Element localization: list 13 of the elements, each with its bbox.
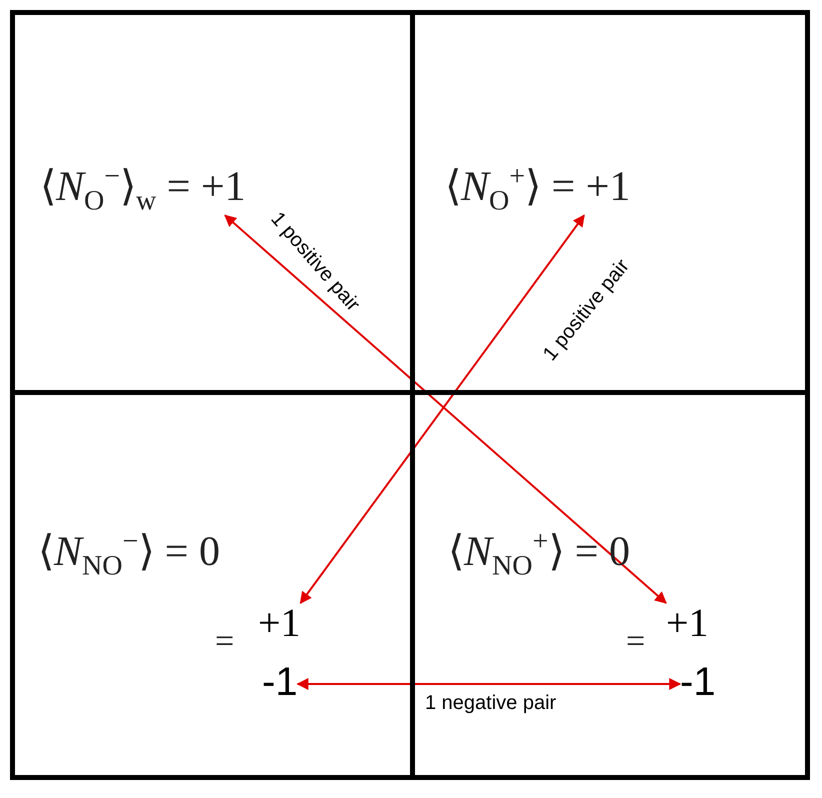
equation: ⟨N$_{NO}$$^{−}$⟩ = 0 (38, 528, 220, 580)
double-arrow (300, 214, 585, 604)
value-text: +1 (258, 603, 301, 643)
value-text: -1 (262, 662, 298, 702)
equals-sign: = (626, 625, 646, 659)
double-arrow (224, 214, 667, 604)
equation: ⟨N$_{O}$$^{−}$⟩$_{w}$ = +1 (40, 163, 246, 216)
edge-label: 1 negative pair (425, 692, 556, 714)
equals-sign: = (215, 625, 234, 659)
value-text: -1 (680, 662, 716, 702)
value-text: +1 (666, 603, 709, 643)
double-arrow (296, 678, 682, 690)
equation: ⟨N$_{O}$$^{+}$⟩ = +1 (445, 163, 630, 216)
